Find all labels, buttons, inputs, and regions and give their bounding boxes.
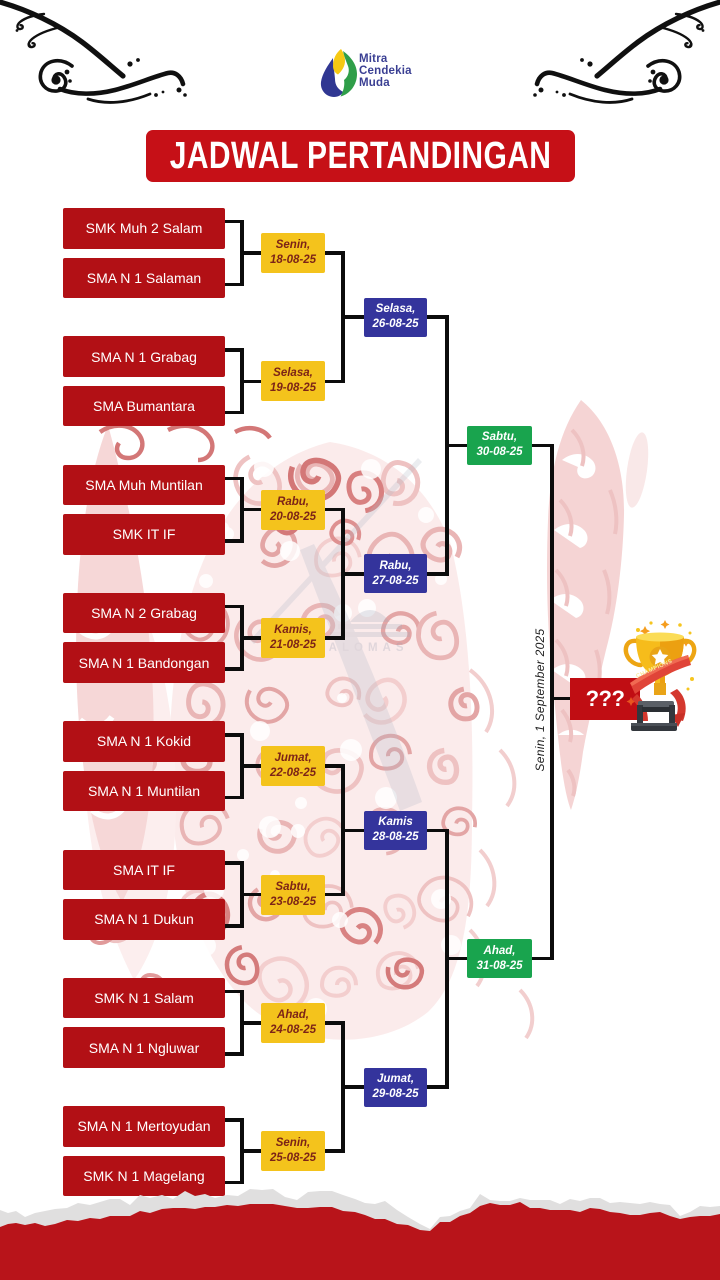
svg-text:SALOMAS: SALOMAS (316, 642, 409, 654)
